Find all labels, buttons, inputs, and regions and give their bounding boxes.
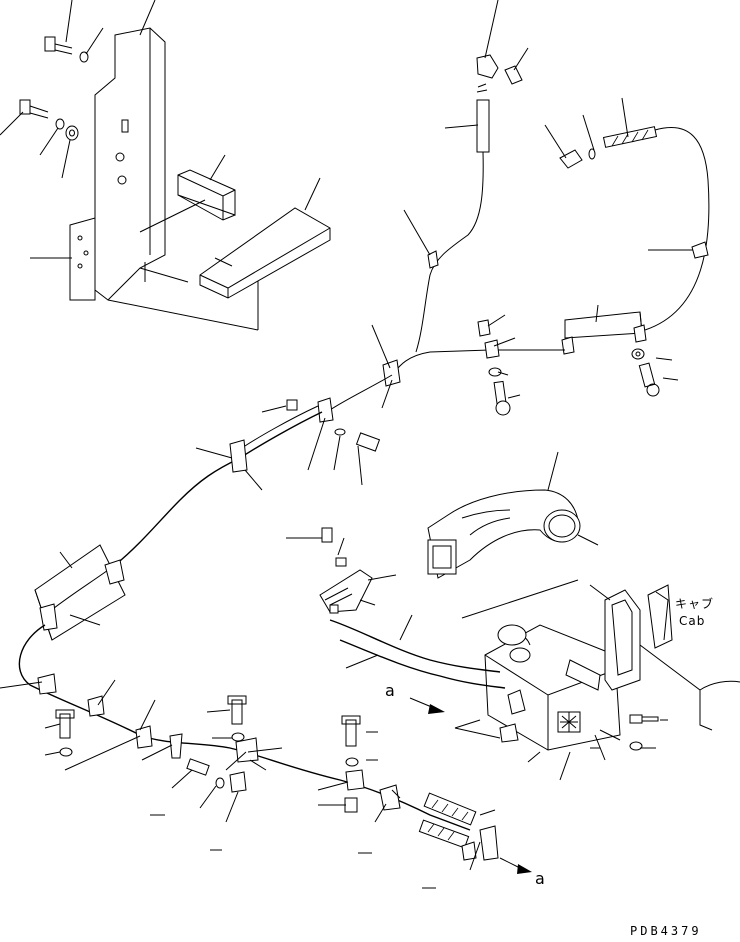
heater-unit [286, 451, 668, 781]
cab-label-jp: キャブ [675, 596, 714, 611]
mounting-bracket [0, 0, 331, 331]
cab-outline [589, 584, 740, 741]
center-clamps [261, 314, 521, 486]
connection-label-start: a [385, 681, 395, 700]
right-hose-loop [391, 97, 710, 397]
drawing-code: PDB4379 [630, 924, 702, 937]
upper-nozzle-hose [403, 0, 529, 353]
connection-label-end: a [535, 869, 545, 888]
cab-label-en: Cab [679, 614, 705, 628]
main-hose [0, 405, 532, 889]
